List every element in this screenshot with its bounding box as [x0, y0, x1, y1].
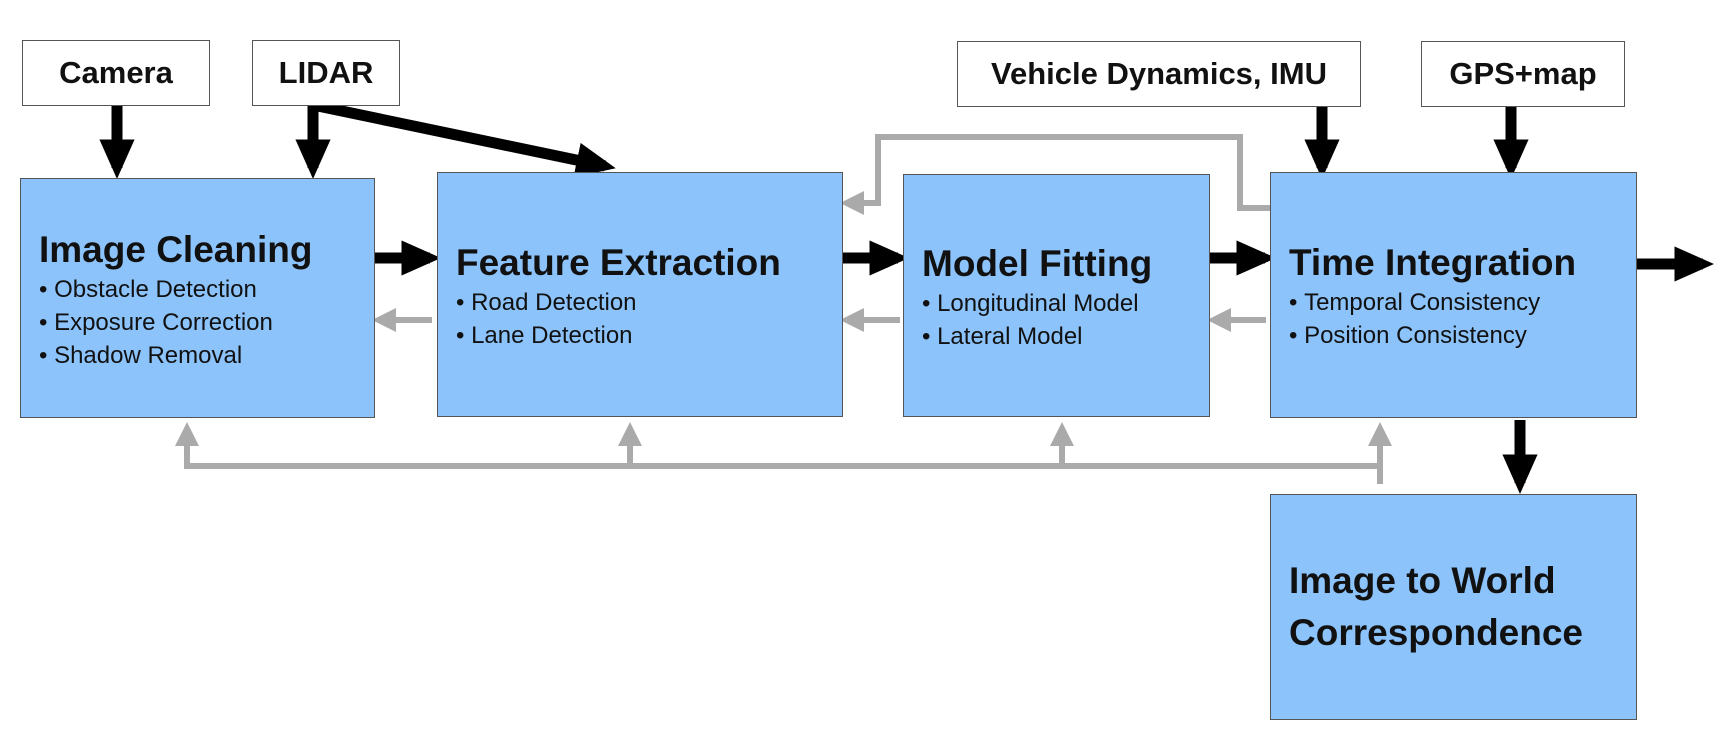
image-to-world-title-line2: Correspondence [1289, 612, 1584, 653]
model-fitting-item: Longitudinal Model [922, 287, 1209, 320]
arrow-lidar-to-feature-extraction [311, 99, 616, 178]
image-cleaning-box: Image Cleaning Obstacle Detection Exposu… [20, 178, 375, 418]
gps-box: GPS+map [1421, 41, 1625, 107]
image-cleaning-title: Image Cleaning [39, 229, 313, 270]
gps-label: GPS+map [1449, 56, 1597, 91]
model-fitting-items: Longitudinal Model Lateral Model [922, 287, 1209, 353]
vehicle-dynamics-label: Vehicle Dynamics, IMU [991, 56, 1327, 91]
feedback-integration-to-extraction-top [840, 134, 1270, 215]
image-cleaning-item: Obstacle Detection [39, 273, 374, 306]
feature-extraction-item: Road Detection [456, 286, 842, 319]
image-to-world-title-line1: Image to World [1289, 560, 1556, 601]
model-fitting-box: Model Fitting Longitudinal Model Lateral… [903, 174, 1210, 417]
feature-extraction-box: Feature Extraction Road Detection Lane D… [437, 172, 843, 417]
feature-extraction-items: Road Detection Lane Detection [456, 286, 842, 352]
image-to-world-box: Image to World Correspondence [1270, 494, 1637, 720]
lidar-label: LIDAR [278, 55, 374, 90]
time-integration-items: Temporal Consistency Position Consistenc… [1289, 286, 1636, 352]
time-integration-box: Time Integration Temporal Consistency Po… [1270, 172, 1637, 418]
model-fitting-item: Lateral Model [922, 320, 1209, 353]
time-integration-item: Position Consistency [1289, 319, 1636, 352]
model-fitting-title: Model Fitting [922, 243, 1153, 284]
image-cleaning-item: Exposure Correction [39, 306, 374, 339]
feature-extraction-item: Lane Detection [456, 319, 842, 352]
camera-label: Camera [59, 55, 173, 90]
time-integration-title: Time Integration [1289, 242, 1577, 283]
lidar-box: LIDAR [252, 40, 400, 106]
feature-extraction-title: Feature Extraction [456, 242, 781, 283]
image-cleaning-items: Obstacle Detection Exposure Correction S… [39, 273, 374, 372]
vehicle-dynamics-box: Vehicle Dynamics, IMU [957, 41, 1361, 107]
image-cleaning-item: Shadow Removal [39, 339, 374, 372]
camera-box: Camera [22, 40, 210, 106]
feedback-bus-bottom [175, 422, 1383, 484]
time-integration-item: Temporal Consistency [1289, 286, 1636, 319]
